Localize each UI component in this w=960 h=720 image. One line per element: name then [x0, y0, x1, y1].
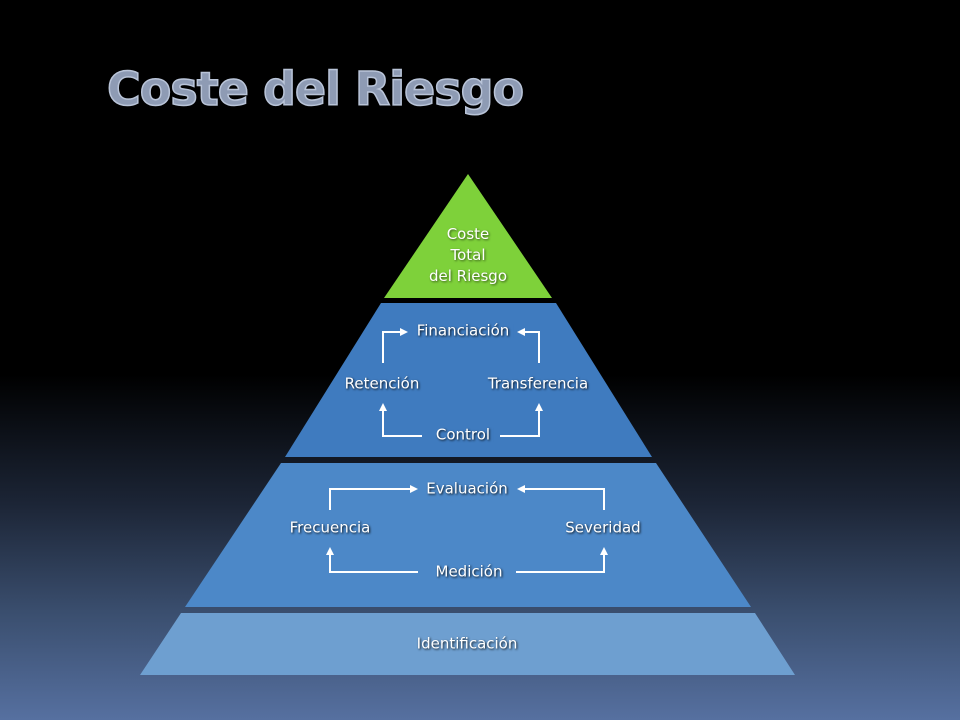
apex-label-line3: del Riesgo: [428, 267, 508, 285]
apex-label-line2: Total: [450, 246, 486, 264]
apex-label-line1: Coste: [446, 225, 490, 243]
label-evaluacion: Evaluación: [422, 481, 512, 497]
level3-cycle-arrows: [326, 485, 608, 573]
pyramid-level2-shape: [285, 303, 652, 457]
label-financiacion: Financiación: [412, 323, 514, 339]
pyramid-base-shape: [140, 613, 795, 675]
label-severidad: Severidad: [565, 518, 641, 537]
label-medicion: Medición: [431, 564, 507, 580]
slide-title: Coste del Riesgo: [106, 61, 525, 117]
pyramid-level3-shape: [185, 463, 751, 607]
label-transferencia: Transferencia: [487, 374, 589, 393]
label-frecuencia: Frecuencia: [289, 518, 371, 537]
label-identificacion: Identificación: [416, 634, 518, 653]
apex-label: Coste Total del Riesgo: [423, 224, 513, 287]
pyramid-apex-shape: [384, 174, 552, 298]
label-retencion: Retención: [344, 374, 420, 393]
level2-cycle-arrows: [379, 328, 543, 437]
label-control: Control: [431, 427, 495, 443]
